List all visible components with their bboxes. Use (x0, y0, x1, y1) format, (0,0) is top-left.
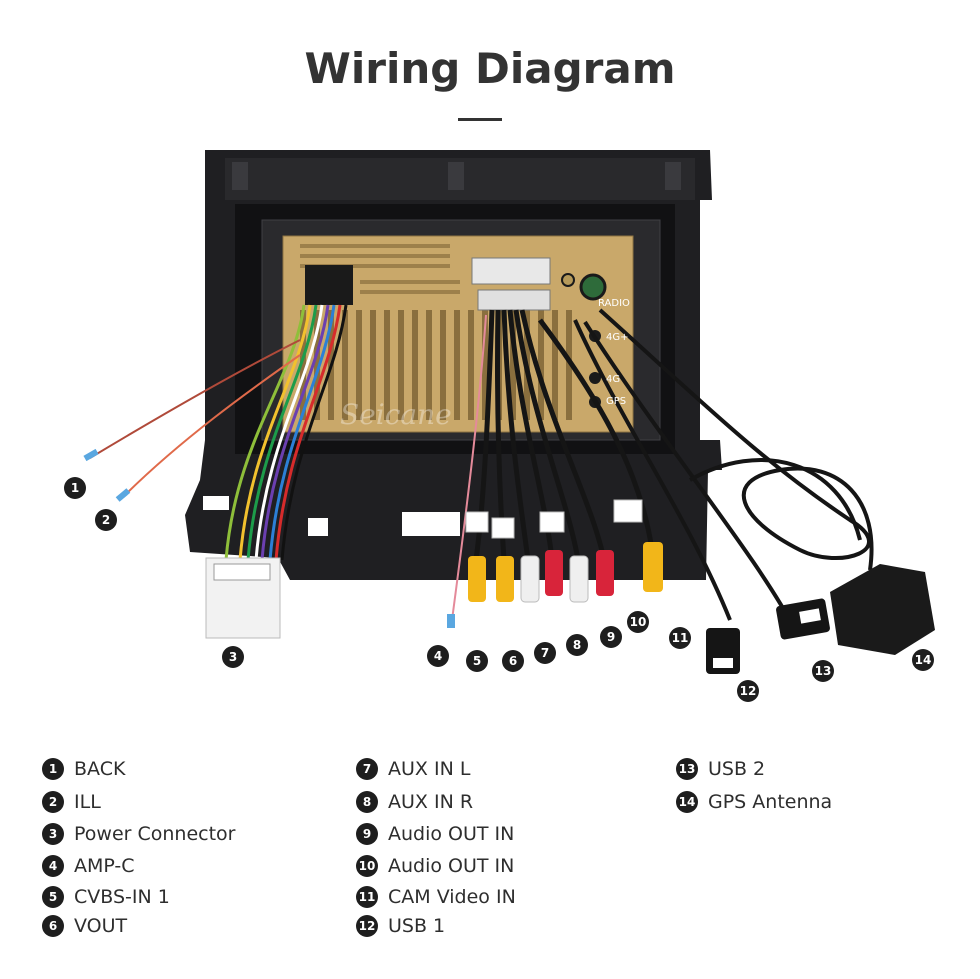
legend-num: 1 (42, 758, 64, 780)
tip-amp-c (447, 614, 455, 628)
callout-8: 8 (566, 634, 588, 656)
power-harness-wires (224, 304, 348, 561)
legend-label: USB 2 (708, 758, 766, 780)
legend-label: Audio OUT IN (388, 855, 515, 877)
gps-antenna (830, 564, 935, 655)
callout-3: 3 (222, 646, 244, 668)
legend-item-aux-in-l: 7 AUX IN L (356, 756, 470, 782)
callout-11: 11 (669, 627, 691, 649)
rca-plugs (468, 542, 663, 603)
radio-antenna-port (579, 273, 607, 301)
callout-9: 9 (600, 626, 622, 648)
legend-item-amp-c: 4 AMP-C (42, 853, 135, 879)
harness-socket-upper (471, 257, 551, 285)
legend-num: 10 (356, 855, 378, 877)
legend-num: 6 (42, 915, 64, 937)
legend-item-usb-1: 12 USB 1 (356, 913, 445, 939)
legend-label: BACK (74, 758, 126, 780)
legend-label: Audio OUT IN (388, 823, 515, 845)
legend-num: 4 (42, 855, 64, 877)
cable-tags (465, 499, 643, 539)
callout-2: 2 (95, 509, 117, 531)
legend-item-power-connector: 3 Power Connector (42, 821, 235, 847)
legend-item-ill: 2 ILL (42, 789, 101, 815)
legend-label: CVBS-IN 1 (74, 886, 170, 908)
legend-label: GPS Antenna (708, 791, 833, 813)
callout-5: 5 (466, 650, 488, 672)
usb-2-port (799, 608, 821, 624)
head-unit-illustration (83, 150, 935, 674)
wire-amp-c (451, 314, 487, 621)
port-label-4g-plus: 4G+ (606, 332, 629, 343)
frame-tab-left (232, 162, 248, 190)
vent-dots (300, 244, 460, 294)
wire-back (89, 339, 301, 459)
legend-label: Power Connector (74, 823, 236, 845)
legend-num: 8 (356, 791, 378, 813)
frame-tab-mid (448, 162, 464, 190)
port-4g (589, 372, 601, 384)
legend-item-audio-out-in-b: 10 Audio OUT IN (356, 853, 514, 879)
legend-num: 3 (42, 823, 64, 845)
legend-num: 13 (676, 758, 698, 780)
legend-num: 5 (42, 886, 64, 908)
legend-label: AMP-C (74, 855, 135, 877)
title-underline (458, 118, 502, 121)
legend-num: 2 (42, 791, 64, 813)
legend-label: VOUT (74, 915, 128, 937)
port-label-4g: 4G (606, 374, 621, 385)
frame-cutout-right (402, 512, 460, 536)
usb-1-port (713, 658, 733, 668)
tip-ill (115, 488, 131, 502)
legend-label: AUX IN R (388, 791, 474, 813)
power-connector-tag (213, 563, 271, 581)
legend-item-cvbs-in-1: 5 CVBS-IN 1 (42, 884, 170, 910)
legend-num: 14 (676, 791, 698, 813)
legend-num: 12 (356, 915, 378, 937)
port-label-gps: GPS (606, 396, 627, 407)
callout-7: 7 (534, 642, 556, 664)
callout-1: 1 (64, 477, 86, 499)
callout-4: 4 (427, 645, 449, 667)
harness-socket-lower (477, 289, 551, 311)
legend-label: USB 1 (388, 915, 446, 937)
callout-13: 13 (812, 660, 834, 682)
legend-item-gps-antenna: 14 GPS Antenna (676, 789, 832, 815)
frame-tab-right (665, 162, 681, 190)
callout-12: 12 (737, 680, 759, 702)
legend-label: AUX IN L (388, 758, 471, 780)
legend-num: 9 (356, 823, 378, 845)
frame-cutout-mid (308, 518, 328, 536)
legend-item-audio-out-in-a: 9 Audio OUT IN (356, 821, 514, 847)
fakra-port (561, 273, 575, 287)
port-label-radio: RADIO (598, 298, 630, 309)
power-socket (305, 265, 353, 305)
legend-item-vout: 6 VOUT (42, 913, 127, 939)
legend-item-cam-video-in: 11 CAM Video IN (356, 884, 516, 910)
legend-item-usb-2: 13 USB 2 (676, 756, 765, 782)
callout-6: 6 (502, 650, 524, 672)
page-title: Wiring Diagram (304, 44, 676, 93)
legend-label: CAM Video IN (388, 886, 516, 908)
watermark: Seicane (340, 398, 452, 431)
legend-item-back: 1 BACK (42, 756, 125, 782)
frame-cutout-left (203, 496, 229, 510)
wire-ill (121, 354, 301, 499)
callout-10: 10 (627, 611, 649, 633)
tip-back (83, 448, 99, 462)
usb-gps-cables (573, 308, 874, 631)
legend-num: 11 (356, 886, 378, 908)
legend-label: ILL (74, 791, 101, 813)
callout-14: 14 (912, 649, 934, 671)
legend-num: 7 (356, 758, 378, 780)
legend-item-aux-in-r: 8 AUX IN R (356, 789, 473, 815)
